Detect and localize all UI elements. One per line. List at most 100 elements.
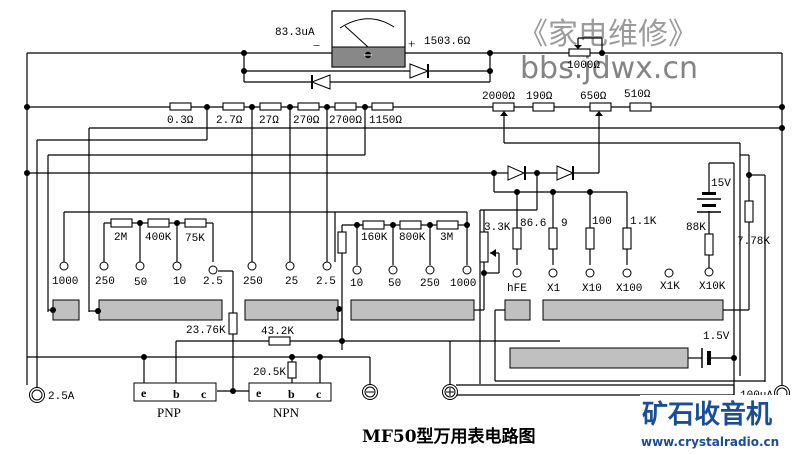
resistor-1000-adj	[568, 48, 591, 57]
label-0.3ohm: 0.3Ω	[167, 115, 194, 127]
label-1.1k: 1.1K	[630, 216, 657, 228]
resistor-1.1k	[622, 227, 632, 250]
switch-contact-dcv[interactable]	[98, 299, 223, 321]
resistor-23.76k	[228, 312, 238, 335]
battery-1.5v-icon	[707, 351, 711, 365]
label-270ohm: 270Ω	[293, 115, 320, 127]
terminal-x100[interactable]	[622, 268, 632, 278]
label-dcv-2.5: 2.5	[203, 276, 223, 288]
terminal-x1[interactable]	[548, 268, 558, 278]
label-20.5k: 20.5K	[253, 367, 286, 379]
terminal-acv-250[interactable]	[425, 265, 435, 275]
resistor-190	[532, 102, 555, 112]
terminal-dcv-2.5[interactable]	[208, 265, 218, 275]
label-dca-250: 250	[243, 276, 263, 288]
terminal-dcv-1000[interactable]	[59, 261, 69, 271]
range-switch-bars	[52, 299, 724, 369]
meter-current-label: 83.3uA	[275, 27, 315, 39]
label-dcv-50: 50	[134, 277, 147, 289]
switch-contact-2.5a[interactable]	[52, 299, 80, 321]
resistor-2.7	[222, 102, 245, 111]
resistor-7.78k	[744, 200, 754, 223]
npn-pin-e: e	[256, 386, 262, 400]
jack-negative[interactable]	[362, 384, 378, 400]
terminal-acv-50[interactable]	[388, 265, 398, 275]
pnp-pin-e: e	[141, 386, 147, 400]
label-800k: 800K	[399, 232, 426, 244]
terminal-hfe[interactable]	[512, 268, 522, 278]
watermark-crystalradio-url: www.crystalradio.cn	[641, 435, 779, 449]
meter-plus: +	[408, 36, 415, 51]
label-acv-50: 50	[388, 278, 401, 290]
resistor-88k	[704, 233, 714, 256]
npn-socket[interactable]	[248, 382, 332, 402]
watermark-jdwx-url: bbs.jdwx.cn	[520, 51, 698, 86]
resistor-650-adj	[589, 102, 612, 112]
terminal-x1k[interactable]	[664, 268, 674, 278]
terminal-dcv-250[interactable]	[99, 261, 109, 271]
watermark-jdwx-cn: 《家电维修》	[518, 17, 698, 52]
npn-pin-c: c	[316, 387, 322, 401]
switch-contact-dca[interactable]	[244, 299, 339, 321]
label-jack-2.5a: 2.5A	[48, 391, 75, 403]
resistor-20.5k	[287, 361, 297, 379]
label-x1k: X1K	[660, 281, 680, 293]
resistor-27	[259, 102, 282, 111]
resistor-270	[297, 102, 320, 111]
resistor-100	[585, 227, 595, 250]
resistor-75k	[184, 218, 207, 228]
terminal-dcv-10[interactable]	[172, 261, 182, 271]
label-dcv-10: 10	[173, 276, 186, 288]
label-88k: 88K	[686, 222, 706, 234]
terminal-dcv-50[interactable]	[135, 261, 145, 271]
pnp-label: PNP	[157, 405, 181, 420]
resistor-acv-vertical	[337, 231, 347, 254]
label-3.3k: 3.3K	[484, 222, 511, 234]
resistor-3m	[436, 220, 459, 230]
terminal-x10k[interactable]	[704, 267, 714, 277]
label-510ohm: 510Ω	[624, 89, 651, 101]
resistor-510	[629, 102, 652, 112]
label-86.6: 86.6	[520, 218, 546, 230]
label-400k: 400K	[145, 232, 172, 244]
label-160k: 160K	[361, 232, 388, 244]
label-x100: X100	[616, 283, 642, 295]
label-2m: 2M	[114, 232, 127, 244]
label-190ohm: 190Ω	[526, 91, 553, 103]
switch-contact-acv[interactable]	[350, 299, 475, 321]
pnp-socket[interactable]	[133, 382, 217, 402]
label-dcv-250: 250	[95, 276, 115, 288]
label-3m: 3M	[440, 232, 453, 244]
jack-positive[interactable]	[442, 384, 458, 400]
label-15v: 15V	[711, 178, 731, 190]
terminal-dca-25[interactable]	[285, 261, 295, 271]
terminal-x10[interactable]	[585, 268, 595, 278]
terminal-acv-1000[interactable]	[462, 265, 472, 275]
label-acv-10: 10	[350, 278, 363, 290]
label-dcv-1000: 1000	[52, 276, 78, 288]
npn-pin-b: b	[288, 387, 295, 401]
watermark-crystalradio-cn: 矿石收音机	[642, 399, 772, 430]
diode-forward	[409, 63, 430, 79]
label-dca-2.5: 2.5	[316, 276, 336, 288]
terminal-dca-250[interactable]	[247, 261, 257, 271]
label-23.76k: 23.76K	[186, 325, 226, 337]
switch-contact-ohms[interactable]	[542, 299, 724, 321]
meter-minus: −	[313, 38, 320, 53]
terminal-acv-10[interactable]	[352, 265, 362, 275]
meter	[331, 10, 406, 68]
jack-2.5a[interactable]	[29, 385, 45, 403]
resistor-2700	[334, 102, 357, 111]
terminal-dca-2.5[interactable]	[322, 261, 332, 271]
switch-contact-common[interactable]	[509, 347, 689, 369]
label-27ohm: 27Ω	[259, 115, 279, 127]
potentiometer-3.3k	[479, 231, 489, 263]
junction-dots-top	[24, 50, 785, 176]
resistor-86.6	[512, 227, 522, 250]
switch-contact-hfe[interactable]	[504, 299, 531, 321]
wires-top	[26, 37, 783, 385]
resistor-2m	[110, 218, 133, 228]
resistor-800k	[399, 220, 422, 230]
label-2.7ohm: 2.7Ω	[216, 115, 243, 127]
pnp-pin-b: b	[173, 387, 180, 401]
